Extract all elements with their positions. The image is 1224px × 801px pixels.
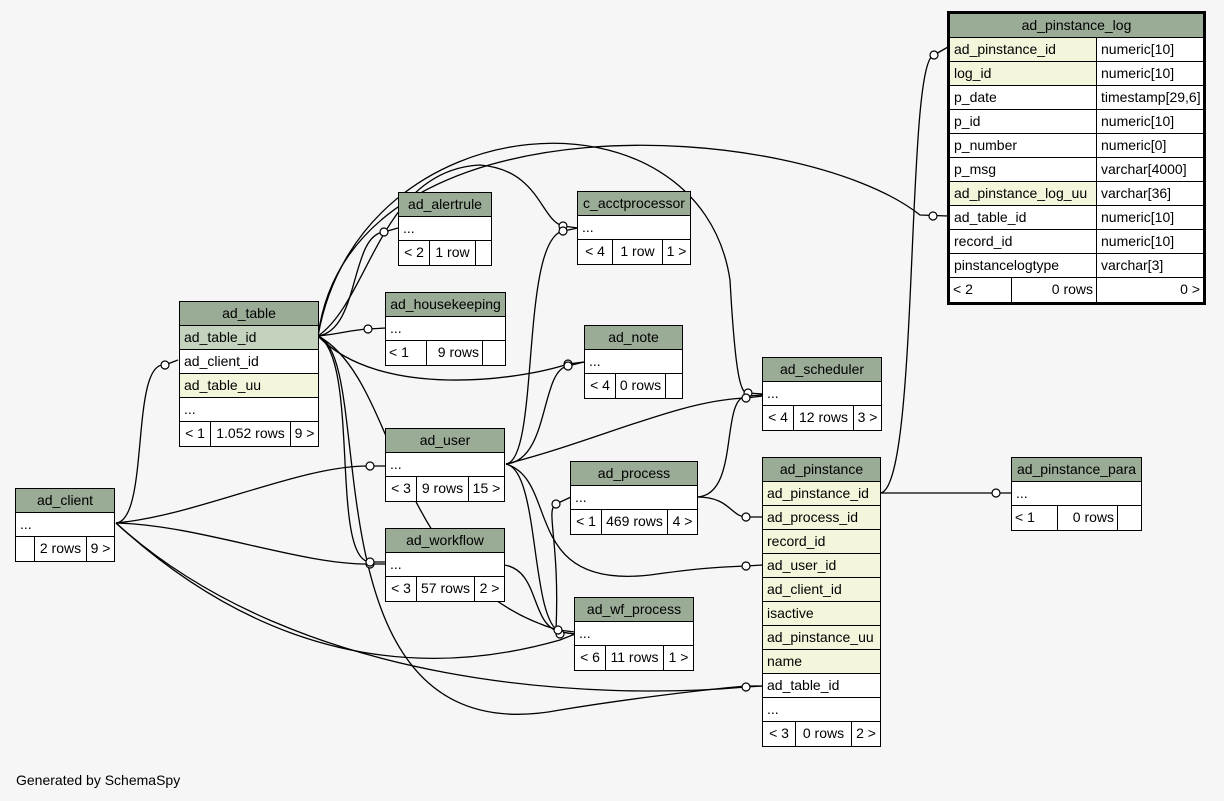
table-row: ... [585, 350, 682, 374]
edge-ad_process-ad_pinstance [696, 496, 763, 518]
table-title: ad_client [16, 489, 114, 513]
edge-ad_table-ad_scheduler [317, 142, 764, 395]
table-ad_pinstance[interactable]: ad_pinstance ad_pinstance_id ad_process_… [762, 457, 881, 747]
table-row: ad_table_id [180, 326, 318, 350]
edge-ad_client-ad_user [115, 465, 386, 524]
table-title: ad_alertrule [399, 193, 491, 217]
table-row: ... [16, 513, 114, 537]
edge-ad_client-ad_workflow [115, 522, 386, 565]
table-ad_table[interactable]: ad_table ad_table_id ad_client_id ad_tab… [179, 301, 319, 447]
edge-ad_table-ad_workflow [317, 335, 386, 563]
edge-ad_table-ad_pinstance_log [317, 144, 949, 337]
table-title: ad_housekeeping [386, 293, 505, 317]
table-title: ad_workflow [386, 529, 504, 553]
edge-ad_table-ad_note [317, 335, 585, 381]
table-row: ... [578, 216, 690, 240]
edge-ad_pinstance-ad_pinstance_log [879, 46, 949, 494]
edge-ad_process-ad_scheduler [696, 394, 764, 498]
edge-ad_table-ad_alertrule [317, 227, 399, 337]
table-row: ad_table_uu [180, 374, 318, 398]
table-row: ... [763, 382, 881, 406]
table-title: ad_pinstance [763, 458, 880, 482]
table-title: ad_process [571, 462, 697, 486]
table-row: ad_pinstance_id [763, 482, 880, 506]
table-row: ... [386, 553, 504, 577]
edge-ad_user-ad_scheduler [505, 395, 764, 465]
table-title: ad_pinstance_log [950, 14, 1203, 38]
edge-ad_client-ad_table [115, 359, 179, 524]
table-title: ad_scheduler [763, 358, 881, 382]
table-row: ... [399, 217, 491, 241]
table-row: record_id [763, 530, 880, 554]
generated-by-label: Generated by SchemaSpy [16, 772, 181, 788]
edge-ad_user-c_acctprocessor [505, 227, 579, 465]
table-row: ad_user_id [763, 554, 880, 578]
table-row: ad_process_id [763, 506, 880, 530]
table-title: ad_user [386, 429, 504, 453]
table-row: ad_pinstance_uu [763, 626, 880, 650]
edge-ad_client-ad_pinstance [115, 522, 764, 692]
table-title: ad_table [180, 302, 318, 326]
edge-ad_user-ad_wf_process [505, 463, 576, 635]
table-row: name [763, 650, 880, 674]
edge-ad_client-ad_wf_process [115, 522, 576, 659]
table-title: ad_pinstance_para [1012, 458, 1141, 482]
table-title: ad_wf_process [575, 598, 693, 622]
edge-ad_table-ad_pinstance [317, 335, 763, 715]
table-row: ... [1012, 482, 1141, 506]
table-row: ... [180, 398, 318, 422]
table-row: ad_table_id [763, 674, 880, 698]
table-title: c_acctprocessor [578, 192, 690, 216]
table-row: ... [386, 453, 504, 477]
table-row: ... [575, 622, 693, 646]
edge-ad_wf_process-ad_process [551, 496, 572, 631]
table-title: ad_note [585, 326, 682, 350]
table-row: ... [386, 317, 505, 341]
edge-ad_table-c_acctprocessor [317, 164, 579, 337]
edge-ad_user-ad_pinstance [505, 463, 764, 578]
table-row: isactive [763, 602, 880, 626]
table-row: ad_client_id [180, 350, 318, 374]
table-row: ad_client_id [763, 578, 880, 602]
table-row: ... [571, 486, 697, 510]
table-row: ... [763, 698, 880, 722]
